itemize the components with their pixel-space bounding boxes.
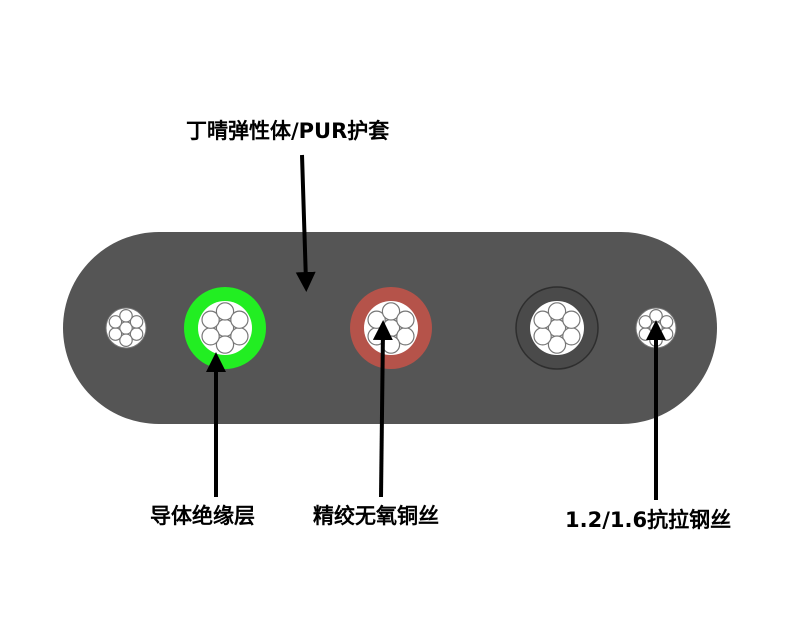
wire-strand <box>381 302 401 321</box>
wire-strand <box>533 327 552 346</box>
wire-strand <box>129 315 144 329</box>
steel-wire-left <box>105 307 147 349</box>
wire-strand <box>108 327 123 341</box>
steel-wire-label: 1.2/1.6抗拉钢丝 <box>565 508 732 532</box>
copper-strands-green <box>201 302 249 354</box>
wire-strand <box>215 302 235 321</box>
wire-strand <box>119 333 133 347</box>
conductor-arrow <box>372 320 393 498</box>
wire-strand <box>201 327 220 346</box>
conductor-label: 精绞无氧铜丝 <box>313 504 439 528</box>
wire-strand <box>562 310 581 329</box>
insulation-label: 导体绝缘层 <box>150 504 255 528</box>
wire-strand <box>547 335 567 354</box>
wire-strand <box>201 310 220 329</box>
jacket-label: 丁晴弹性体/PUR护套 <box>186 119 390 143</box>
wire-strand <box>230 310 249 329</box>
wire-strand <box>659 315 674 329</box>
wire-strand <box>547 302 567 321</box>
wire-strand <box>533 310 552 329</box>
wire-strand <box>638 327 653 341</box>
wire-strand <box>119 308 133 323</box>
wire-strand <box>108 315 123 329</box>
wire-strand <box>396 310 415 329</box>
jacket-arrow <box>295 154 316 292</box>
copper-strands-dark <box>533 302 581 354</box>
